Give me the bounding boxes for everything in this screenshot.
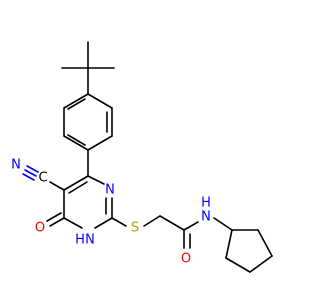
bond — [63, 135, 89, 151]
bond — [213, 217, 233, 231]
bond — [257, 229, 273, 257]
bond — [249, 255, 273, 273]
bond — [225, 229, 233, 259]
cyano-group — [22, 165, 65, 191]
pyrimidinone-ring — [63, 175, 113, 229]
bond — [26, 165, 39, 173]
bond — [143, 215, 161, 227]
amide-oxygen-label: O — [181, 252, 191, 267]
thioacetamide-linker — [111, 215, 199, 249]
bond — [22, 173, 35, 181]
bond — [87, 93, 113, 109]
bond — [159, 215, 185, 231]
amide-nh-h-label: H — [201, 196, 211, 211]
bond — [111, 217, 127, 227]
sulfur-label: S — [131, 221, 139, 236]
bond — [49, 217, 65, 227]
ketone-oxygen-label: O — [35, 221, 45, 236]
ring-nh-h-label: H — [75, 233, 85, 248]
bond — [67, 98, 86, 110]
bond — [63, 93, 89, 109]
molecule-structure-diagram: C N N H N O S O H N — [11, 41, 273, 273]
bond — [46, 212, 62, 222]
amide-nh-n-label: N — [201, 210, 211, 225]
ring-nh-n-label: N — [85, 233, 95, 248]
ring-nitrogen-label: N — [105, 183, 115, 198]
phenyl-ring — [63, 93, 113, 151]
bond — [63, 175, 89, 191]
bond — [63, 217, 83, 229]
bond — [67, 134, 86, 146]
cyano-carbon-label: C — [38, 171, 47, 186]
cyclopentyl-ring — [213, 217, 273, 273]
bond — [49, 181, 65, 191]
bond — [87, 135, 113, 151]
bond — [225, 257, 251, 273]
ketone-group — [46, 212, 65, 227]
bond — [183, 221, 199, 231]
bond — [24, 169, 37, 177]
bond — [94, 217, 113, 229]
tert-butyl-group — [61, 41, 115, 95]
bond — [87, 175, 105, 185]
bond — [68, 181, 88, 194]
cyano-nitrogen-label: N — [11, 158, 21, 173]
